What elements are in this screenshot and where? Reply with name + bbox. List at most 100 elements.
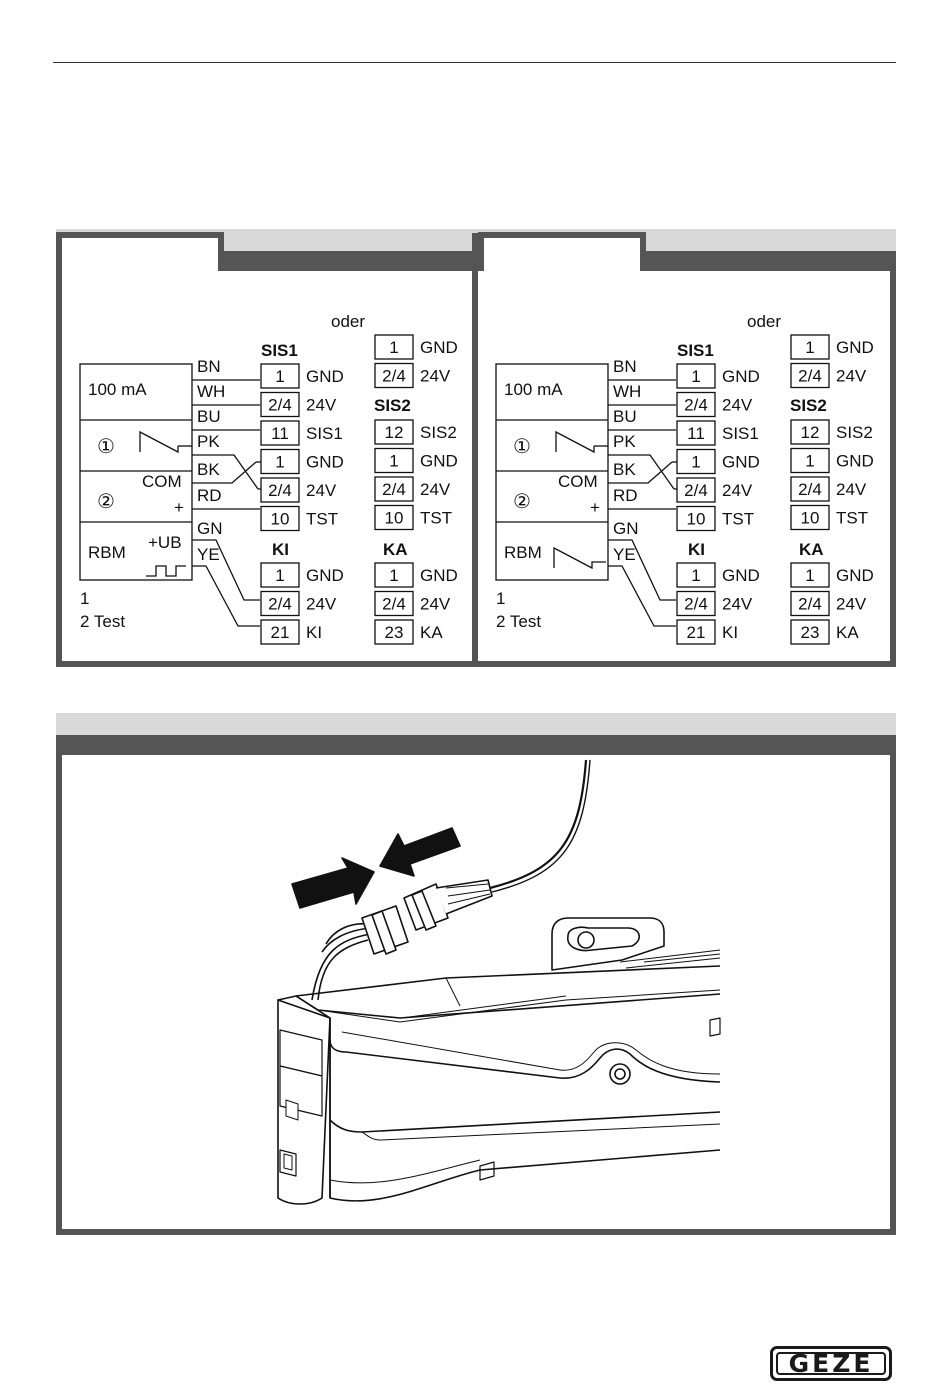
ki-terminal-box (260, 590, 300, 617)
sis1-terminal-num: 11 (687, 424, 705, 443)
sis1-terminal-num: 2/4 (268, 396, 292, 415)
sis2-terminal-box (790, 447, 830, 474)
module-block (79, 363, 193, 581)
sis1-terminal-num: 1 (691, 367, 700, 386)
sis1-terminal-label: 24V (722, 481, 753, 500)
sis1-terminal-num: 2/4 (684, 396, 708, 415)
sis2-terminal-box (374, 476, 414, 502)
module-block (495, 363, 609, 581)
sis1-terminal-box (260, 448, 300, 475)
rbm-label: RBM (504, 543, 542, 562)
sis2-terminal-label: SIS2 (420, 423, 457, 442)
current-label: 100 mA (504, 380, 563, 399)
ka-terminal-num: 2/4 (382, 595, 406, 614)
com-label: COM (142, 472, 182, 491)
sis1-header: SIS1 (261, 341, 298, 360)
wire-color-label: PK (613, 432, 636, 451)
sis2-header: SIS2 (790, 396, 827, 415)
ki-terminal-num: 21 (687, 623, 706, 642)
oder-label: oder (747, 312, 781, 331)
ki-terminal-box (260, 562, 300, 588)
sis1-terminal-label: GND (722, 367, 760, 386)
sis1-terminal-num: 1 (275, 367, 284, 386)
oder-terminal-num: 2/4 (798, 367, 822, 386)
oder-terminal-label: GND (420, 338, 458, 357)
sis2-terminal-label: 24V (836, 480, 867, 499)
ka-terminal-label: GND (420, 566, 458, 585)
wire-color-label: BK (197, 460, 220, 479)
circled-one-label: ① (97, 436, 115, 458)
arrow-left-icon (379, 827, 461, 877)
oder-terminal-box (374, 334, 414, 360)
sis2-terminal-label: TST (420, 509, 452, 528)
ka-terminal-label: KA (836, 623, 859, 642)
oder-terminal-num: 2/4 (382, 367, 406, 386)
sis1-terminal-box (676, 391, 716, 418)
wire-color-label: RD (613, 486, 638, 505)
panel-bottom-light-band (56, 713, 896, 735)
oder-terminal-num: 1 (389, 338, 398, 357)
ka-header: KA (383, 540, 408, 559)
sis1-terminal-box (260, 420, 300, 446)
ka-terminal-num: 23 (801, 623, 820, 642)
oder-terminal-box (790, 334, 830, 360)
footnote-2: 2 Test (496, 612, 541, 631)
panel-divider (472, 233, 478, 667)
wire-color-label: GN (197, 519, 223, 538)
sis1-terminal-num: 1 (691, 453, 700, 472)
sis2-header: SIS2 (374, 396, 411, 415)
ki-terminal-label: GND (722, 566, 760, 585)
com-label: COM (558, 472, 598, 491)
sis2-terminal-box (790, 419, 830, 445)
sis1-terminal-box (676, 448, 716, 475)
wire-color-label: WH (197, 382, 225, 401)
sis1-terminal-num: 10 (687, 510, 706, 529)
oder-terminal-label: 24V (420, 367, 451, 386)
sis2-terminal-num: 10 (801, 509, 820, 528)
sis1-terminal-num: 2/4 (268, 481, 292, 500)
sis1-terminal-label: 24V (306, 396, 337, 415)
sis2-terminal-label: SIS2 (836, 423, 873, 442)
wire-color-label: BU (613, 407, 637, 426)
sis2-terminal-box (374, 504, 414, 531)
sis1-terminal-box (676, 477, 716, 503)
sis1-terminal-label: 24V (306, 481, 337, 500)
oder-terminal-label: 24V (836, 367, 867, 386)
sis2-terminal-box (374, 447, 414, 474)
sis1-header: SIS1 (677, 341, 714, 360)
wire-color-label: BK (613, 460, 636, 479)
arrow-right-icon (291, 857, 375, 909)
footnote-1: 1 (496, 589, 505, 608)
oder-terminal-box (374, 362, 414, 389)
ka-terminal-label: KA (420, 623, 443, 642)
ub-label: +UB (148, 533, 182, 552)
wire-color-label: RD (197, 486, 222, 505)
ka-terminal-label: 24V (836, 595, 867, 614)
sis2-terminal-num: 2/4 (382, 480, 406, 499)
ki-header: KI (272, 540, 289, 559)
ki-terminal-num: 2/4 (268, 595, 292, 614)
sis1-terminal-box (260, 505, 300, 532)
ki-terminal-num: 1 (691, 566, 700, 585)
wire-color-label: GN (613, 519, 639, 538)
sis1-terminal-num: 1 (275, 453, 284, 472)
ka-terminal-label: 24V (420, 595, 451, 614)
ka-terminal-box (790, 619, 830, 645)
footnote-2: 2 Test (80, 612, 125, 631)
sis1-terminal-box (260, 363, 300, 389)
ka-terminal-box (374, 562, 414, 588)
sis2-terminal-num: 12 (385, 423, 404, 442)
sis1-terminal-label: GND (722, 453, 760, 472)
sis1-terminal-box (676, 363, 716, 389)
oder-terminal-label: GND (836, 338, 874, 357)
ki-terminal-label: 24V (722, 595, 753, 614)
sis2-terminal-num: 1 (389, 452, 398, 471)
ka-header: KA (799, 540, 824, 559)
oder-terminal-box (790, 362, 830, 389)
plus-label: + (174, 498, 184, 517)
footnote-1: 1 (80, 589, 89, 608)
connector-plug (361, 879, 493, 955)
device-illustration (277, 759, 721, 1205)
wire-color-label: BN (197, 357, 221, 376)
